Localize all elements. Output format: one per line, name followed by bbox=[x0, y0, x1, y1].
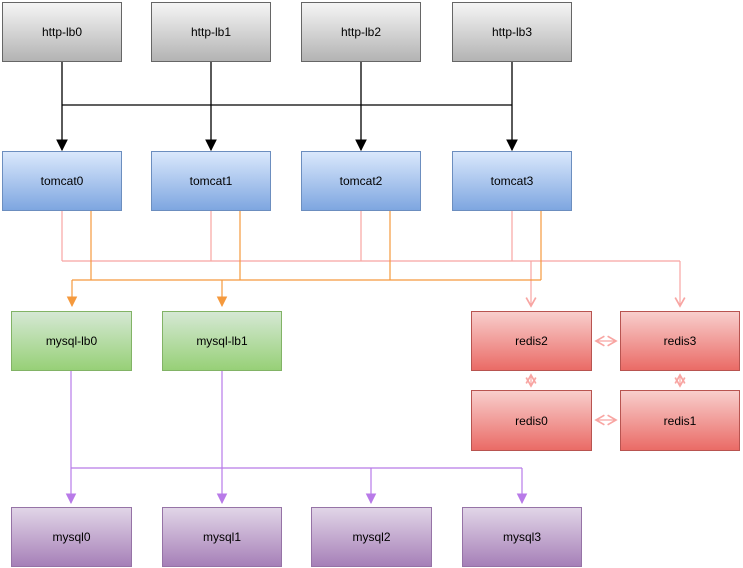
edges-tomcat-to-mysqllb bbox=[66, 211, 542, 308]
node-http-lb0[interactable]: http-lb0 bbox=[2, 2, 122, 62]
edges-tomcat-to-redis bbox=[61, 211, 686, 308]
node-label: mysql3 bbox=[502, 530, 541, 544]
node-label: redis2 bbox=[515, 334, 548, 348]
node-label: mysql2 bbox=[352, 530, 391, 544]
node-redis1[interactable]: redis1 bbox=[620, 390, 740, 451]
node-redis0[interactable]: redis0 bbox=[471, 390, 592, 451]
node-tomcat2[interactable]: tomcat2 bbox=[301, 151, 421, 211]
node-mysql-lb0[interactable]: mysql-lb0 bbox=[11, 311, 132, 371]
node-redis3[interactable]: redis3 bbox=[620, 311, 740, 371]
node-label: redis1 bbox=[663, 413, 697, 428]
node-tomcat1[interactable]: tomcat1 bbox=[151, 151, 271, 211]
node-tomcat0[interactable]: tomcat0 bbox=[2, 151, 122, 211]
node-label: redis3 bbox=[663, 334, 697, 348]
edges-redis-interconnect bbox=[525, 335, 686, 426]
node-label: mysql0 bbox=[52, 530, 91, 544]
node-label: mysql1 bbox=[202, 530, 241, 544]
node-http-lb3[interactable]: http-lb3 bbox=[452, 2, 572, 62]
node-label: http-lb0 bbox=[41, 25, 83, 39]
node-mysql-lb1[interactable]: mysql-lb1 bbox=[162, 311, 282, 371]
node-mysql3[interactable]: mysql3 bbox=[462, 507, 582, 567]
node-label: http-lb3 bbox=[491, 25, 533, 39]
node-label: redis0 bbox=[515, 413, 548, 428]
node-label: tomcat0 bbox=[40, 174, 84, 188]
node-mysql0[interactable]: mysql0 bbox=[11, 507, 132, 567]
node-label: tomcat2 bbox=[339, 174, 383, 188]
node-label: mysql-lb0 bbox=[45, 334, 98, 348]
node-label: http-lb2 bbox=[340, 25, 382, 39]
edges-mysqllb-to-mysql bbox=[65, 371, 528, 505]
edges-httplb-to-tomcat bbox=[56, 62, 518, 152]
node-label: tomcat1 bbox=[189, 174, 233, 188]
node-mysql1[interactable]: mysql1 bbox=[162, 507, 282, 567]
node-http-lb1[interactable]: http-lb1 bbox=[151, 2, 271, 62]
node-http-lb2[interactable]: http-lb2 bbox=[301, 2, 421, 62]
node-label: mysql-lb1 bbox=[196, 334, 248, 348]
node-tomcat3[interactable]: tomcat3 bbox=[452, 151, 572, 211]
node-label: http-lb1 bbox=[190, 25, 232, 39]
node-label: tomcat3 bbox=[490, 174, 534, 188]
node-redis2[interactable]: redis2 bbox=[471, 311, 592, 371]
node-mysql2[interactable]: mysql2 bbox=[311, 507, 432, 567]
